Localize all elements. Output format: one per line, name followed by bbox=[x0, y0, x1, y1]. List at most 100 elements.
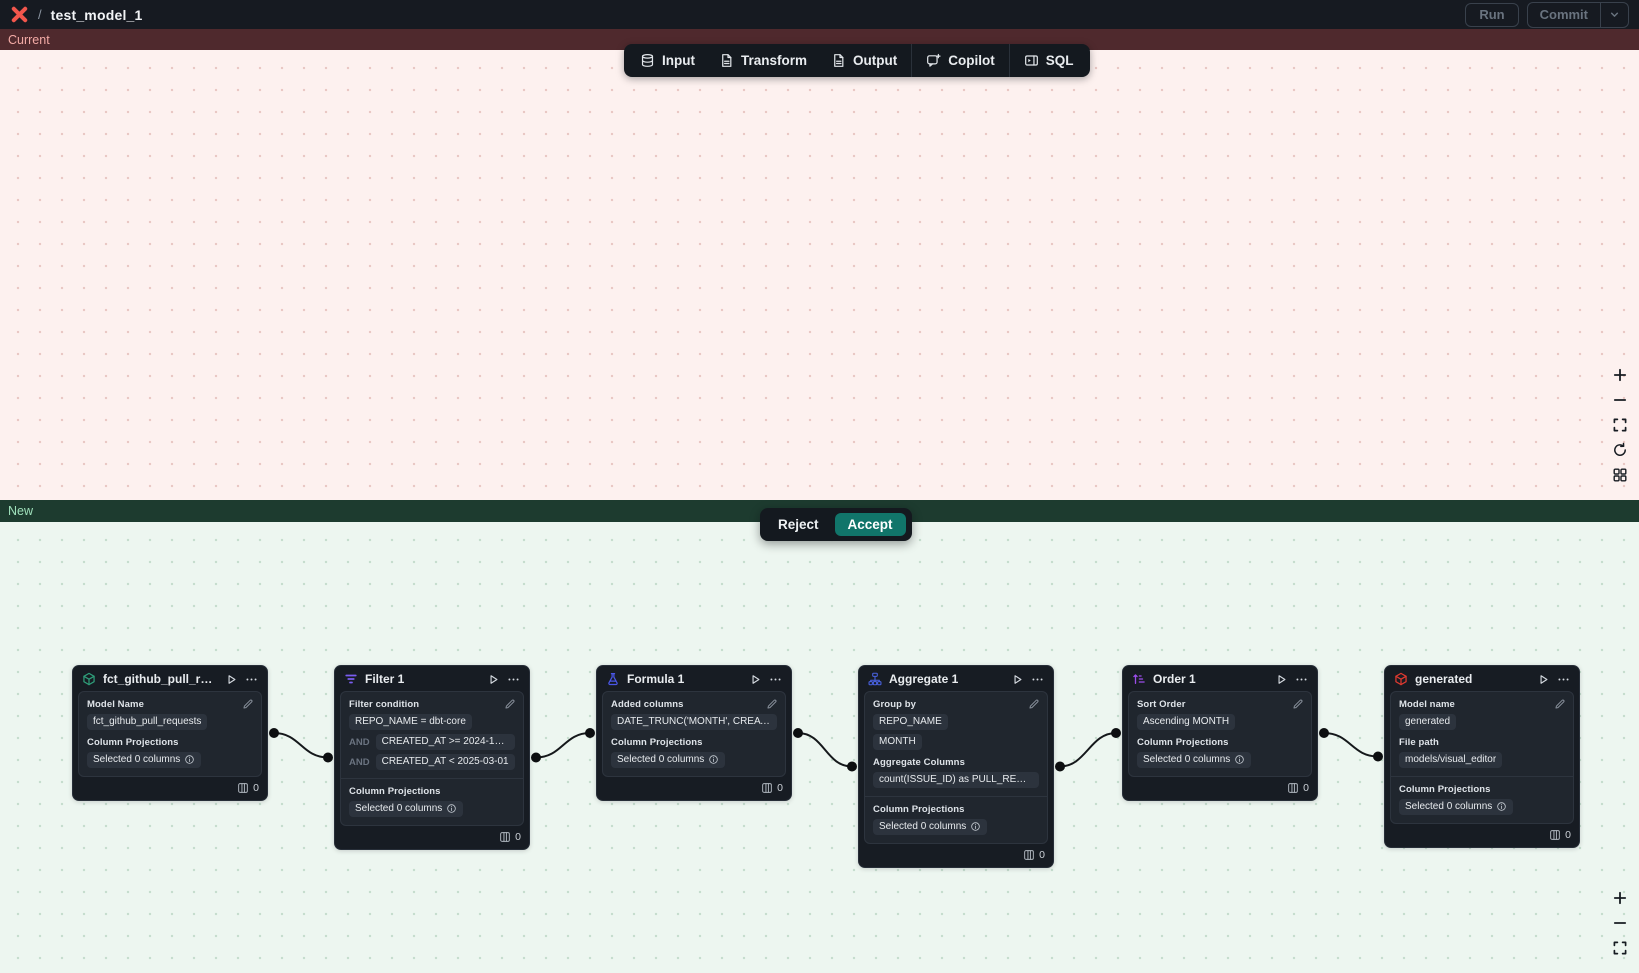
node-menu-button[interactable] bbox=[1557, 673, 1570, 686]
connection-handle[interactable] bbox=[1319, 728, 1329, 738]
preview-node-button[interactable] bbox=[487, 673, 500, 686]
value-pill[interactable]: fct_github_pull_requests bbox=[87, 714, 208, 730]
table-columns-icon bbox=[237, 782, 249, 794]
zoom-out-button[interactable] bbox=[1607, 911, 1632, 935]
fit-view-button[interactable] bbox=[1607, 413, 1632, 437]
value-pill[interactable]: CREATED_AT >= 2024-12-01 bbox=[375, 734, 515, 750]
value-pill[interactable]: MONTH bbox=[873, 734, 922, 750]
value-pill[interactable]: CREATED_AT < 2025-03-01 bbox=[375, 754, 515, 770]
preview-node-button[interactable] bbox=[225, 673, 238, 686]
connection-handle[interactable] bbox=[585, 728, 595, 738]
info-icon[interactable] bbox=[1496, 801, 1507, 812]
zoom-out-icon bbox=[1612, 392, 1628, 408]
zoom-out-button[interactable] bbox=[1607, 388, 1632, 412]
value-pill[interactable]: Selected 0 columns bbox=[349, 801, 464, 817]
layout-grid-button[interactable] bbox=[1607, 463, 1632, 487]
value-pill[interactable]: REPO_NAME = dbt-core bbox=[349, 714, 472, 730]
node-row: generated bbox=[1399, 714, 1565, 730]
new-canvas[interactable]: fct_github_pull_requestsModel Namefct_gi… bbox=[0, 522, 1639, 973]
section-label: Column Projections bbox=[611, 737, 703, 748]
node-title: Filter 1 bbox=[365, 672, 405, 686]
current-canvas-controls bbox=[1607, 363, 1632, 487]
zoom-in-button[interactable] bbox=[1607, 886, 1632, 910]
value-pill[interactable]: Selected 0 columns bbox=[873, 819, 988, 835]
edit-node-button[interactable] bbox=[242, 698, 254, 710]
run-button[interactable]: Run bbox=[1465, 2, 1519, 27]
value-pill[interactable]: Selected 0 columns bbox=[87, 752, 202, 768]
preview-node-button[interactable] bbox=[1011, 673, 1024, 686]
node-menu-button[interactable] bbox=[1031, 673, 1044, 686]
node-actions bbox=[749, 673, 782, 686]
reject-button[interactable]: Reject bbox=[766, 513, 831, 536]
info-icon[interactable] bbox=[184, 754, 195, 765]
toolbar-transform-button[interactable]: Transform bbox=[707, 44, 819, 77]
edit-node-button[interactable] bbox=[504, 698, 516, 710]
toolbar-sql-button[interactable]: SQL bbox=[1012, 44, 1086, 77]
node-menu-button[interactable] bbox=[769, 673, 782, 686]
node-menu-button[interactable] bbox=[245, 673, 258, 686]
fit-view-button[interactable] bbox=[1607, 936, 1632, 960]
section-label: Group by bbox=[873, 699, 917, 710]
preview-node-button[interactable] bbox=[1537, 673, 1550, 686]
file-icon bbox=[719, 53, 734, 68]
connection-handle[interactable] bbox=[847, 761, 857, 772]
edit-node-button[interactable] bbox=[766, 698, 778, 710]
value-pill[interactable]: Selected 0 columns bbox=[1137, 752, 1252, 768]
edit-node-button[interactable] bbox=[1292, 698, 1304, 710]
connection-handle[interactable] bbox=[531, 752, 541, 763]
value-pill[interactable]: count(ISSUE_ID) as PULL_REQUEST_… bbox=[873, 772, 1039, 788]
reset-view-button[interactable] bbox=[1607, 438, 1632, 462]
preview-node-button[interactable] bbox=[749, 673, 762, 686]
dbt-logo-icon[interactable] bbox=[10, 5, 29, 24]
current-canvas[interactable]: Input Transform Output Copilot bbox=[0, 44, 1639, 500]
node-footer: 0 bbox=[1385, 824, 1579, 847]
flow-node-fct-github-pull-requests[interactable]: fct_github_pull_requestsModel Namefct_gi… bbox=[72, 665, 268, 801]
value-pill[interactable]: Ascending MONTH bbox=[1137, 714, 1236, 730]
value-pill[interactable]: DATE_TRUNC('MONTH', CREATED_AT… bbox=[611, 714, 777, 730]
value-pill[interactable]: Selected 0 columns bbox=[1399, 799, 1514, 815]
connection-handle[interactable] bbox=[1055, 761, 1065, 772]
connection-handle[interactable] bbox=[1373, 751, 1383, 762]
value-pill[interactable]: Selected 0 columns bbox=[611, 752, 726, 768]
node-footer: 0 bbox=[335, 826, 529, 849]
toolbar-copilot-button[interactable]: Copilot bbox=[914, 44, 1007, 77]
info-icon[interactable] bbox=[970, 821, 981, 832]
section-label: Sort Order bbox=[1137, 699, 1186, 710]
edit-node-button[interactable] bbox=[1028, 698, 1040, 710]
commit-button[interactable]: Commit bbox=[1528, 3, 1600, 27]
commit-dropdown-button[interactable] bbox=[1600, 2, 1628, 27]
node-footer: 0 bbox=[1123, 777, 1317, 800]
node-row: Selected 0 columns bbox=[611, 752, 777, 768]
info-icon[interactable] bbox=[1234, 754, 1245, 765]
edit-node-button[interactable] bbox=[1554, 698, 1566, 710]
node-menu-button[interactable] bbox=[1295, 673, 1308, 686]
value-pill[interactable]: models/visual_editor bbox=[1399, 752, 1503, 768]
connection-handle[interactable] bbox=[323, 752, 333, 763]
preview-node-button[interactable] bbox=[1275, 673, 1288, 686]
info-icon[interactable] bbox=[708, 754, 719, 765]
toolbar-output-button[interactable]: Output bbox=[819, 44, 909, 77]
connection-handle[interactable] bbox=[793, 728, 803, 738]
node-row: count(ISSUE_ID) as PULL_REQUEST_… bbox=[873, 772, 1039, 788]
zoom-in-button[interactable] bbox=[1607, 363, 1632, 387]
review-panel: Reject Accept bbox=[760, 508, 912, 541]
node-header: fct_github_pull_requests bbox=[73, 666, 267, 691]
connection-handle[interactable] bbox=[1111, 728, 1121, 738]
value-pill[interactable]: REPO_NAME bbox=[873, 714, 948, 730]
accept-button[interactable]: Accept bbox=[834, 513, 906, 536]
info-icon[interactable] bbox=[446, 803, 457, 814]
connection-handle[interactable] bbox=[269, 728, 279, 738]
boolean-operator-label: AND bbox=[349, 756, 370, 768]
toolbar-input-button[interactable]: Input bbox=[628, 44, 707, 77]
node-menu-button[interactable] bbox=[507, 673, 520, 686]
value-pill[interactable]: generated bbox=[1399, 714, 1457, 730]
